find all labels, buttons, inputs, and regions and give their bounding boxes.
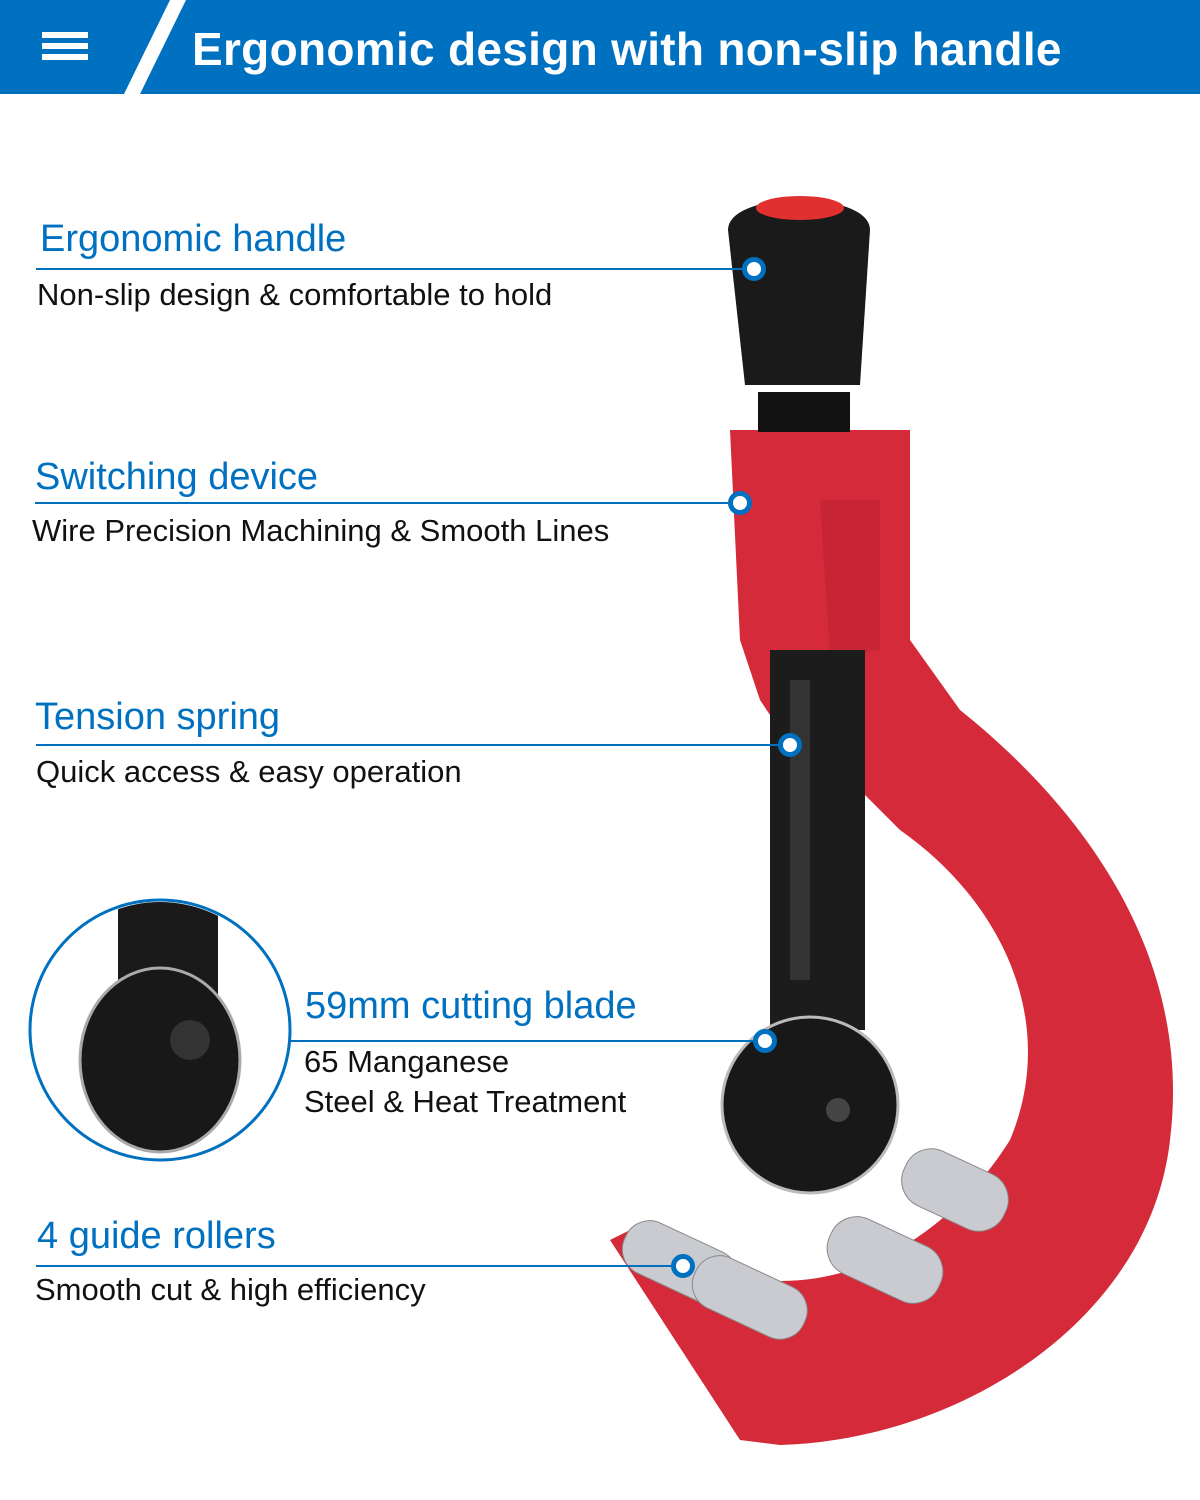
callout-line [290,1040,765,1042]
callout-dot-icon [778,733,802,757]
feature-subtitle: Non-slip design & comfortable to hold [37,277,553,312]
feature-subtitle: Wire Precision Machining & Smooth Lines [32,513,610,548]
feature-subtitle-line2: Steel & Heat Treatment [304,1084,627,1119]
callout-dot-icon [728,491,752,515]
callout-dot-icon [671,1254,695,1278]
knob-handle [728,196,870,432]
callout-line [36,744,790,746]
feature-title-ergonomic-handle: Ergonomic handle [40,218,347,260]
callout-line [36,268,754,270]
feature-title-switching-device: Switching device [35,456,319,498]
feature-subtitle-line1: 65 Manganese [304,1044,510,1079]
cutting-blade [720,1015,900,1195]
feature-title-cutting-blade: 59mm cutting blade [305,985,637,1027]
hamburger-menu-icon [42,32,88,62]
callout-dot-icon [742,257,766,281]
feature-subtitle: Quick access & easy operation [36,754,462,789]
slider-bar [770,650,865,1030]
callout-line [35,502,740,504]
feature-title-guide-rollers: 4 guide rollers [37,1215,276,1257]
red-frame [610,430,1174,1445]
feature-subtitle: Smooth cut & high efficiency [35,1272,426,1307]
diagonal-divider [124,0,186,94]
callout-line [36,1265,683,1267]
header-banner: Ergonomic design with non-slip handle [0,0,1200,94]
callout-dot-icon [753,1029,777,1053]
page-title: Ergonomic design with non-slip handle [192,23,1062,75]
feature-title-tension-spring: Tension spring [35,696,281,738]
blade-closeup-inset [28,898,292,1162]
